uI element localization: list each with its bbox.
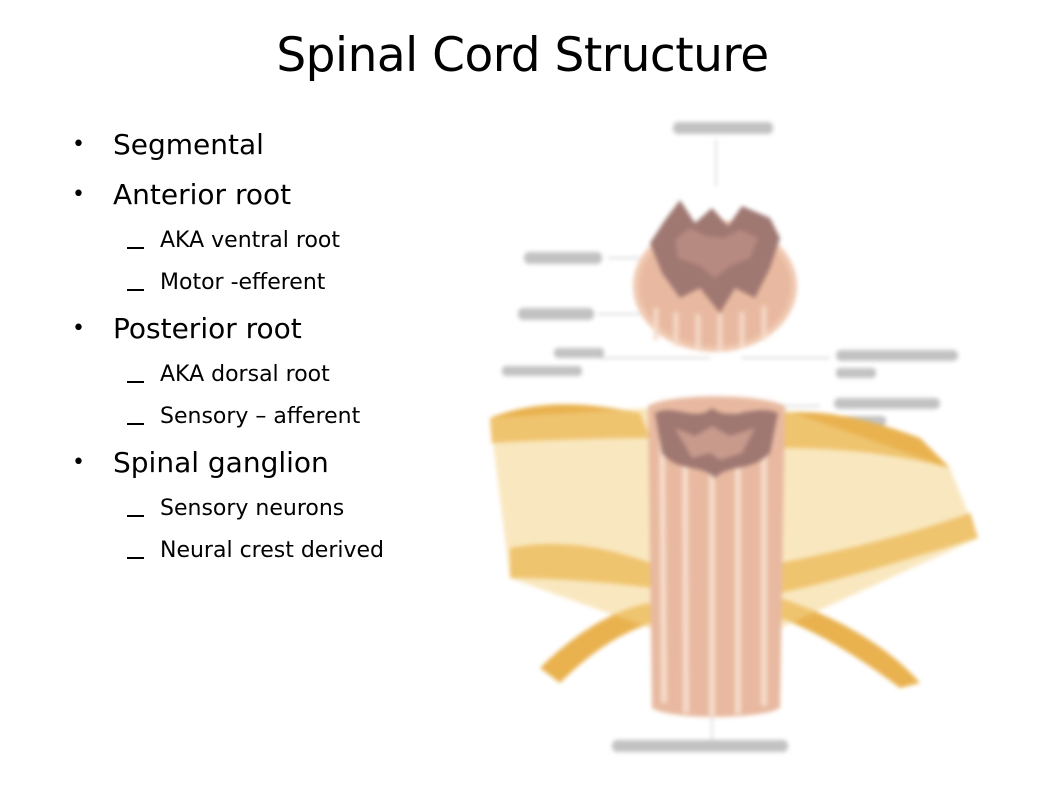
- longitudinal-cord: [648, 396, 785, 717]
- bullet-text: Anterior root: [113, 178, 292, 211]
- bullet-item: • Segmental: [72, 120, 472, 170]
- bullet-list: • Segmental • Anterior root AKA ventral …: [72, 120, 472, 572]
- sub-bullet-text: Neural crest derived: [160, 538, 385, 563]
- bullet-item: • Anterior root: [72, 170, 472, 220]
- spinal-cord-illustration: [480, 108, 1000, 778]
- bullet-text: Segmental: [113, 128, 264, 161]
- sub-bullet-item: AKA dorsal root: [72, 354, 472, 396]
- sub-bullet-text: Sensory neurons: [160, 496, 345, 521]
- bullet-dot-icon: •: [72, 182, 85, 207]
- bullet-item: • Spinal ganglion: [72, 438, 472, 488]
- spinal-cord-drawing: [490, 122, 978, 752]
- bullet-item: • Posterior root: [72, 304, 472, 354]
- slide-title: Spinal Cord Structure: [276, 28, 769, 83]
- leader-lines: [598, 140, 830, 740]
- sub-bullet-item: AKA ventral root: [72, 220, 472, 262]
- bullet-dot-icon: •: [72, 450, 85, 475]
- sub-bullet-text: Sensory – afferent: [160, 404, 361, 429]
- sub-bullet-item: Neural crest derived: [72, 530, 472, 572]
- bullet-dot-icon: •: [72, 132, 85, 157]
- cross-section: [633, 200, 797, 352]
- sub-bullet-text: AKA dorsal root: [160, 362, 330, 387]
- sub-bullet-item: Sensory – afferent: [72, 396, 472, 438]
- bullet-text: Spinal ganglion: [113, 446, 329, 479]
- sub-bullet-item: Sensory neurons: [72, 488, 472, 530]
- spinal-nerves: [490, 404, 978, 688]
- sub-bullet-item: Motor -efferent: [72, 262, 472, 304]
- sub-bullet-text: Motor -efferent: [160, 270, 326, 295]
- sub-bullet-text: AKA ventral root: [160, 228, 340, 253]
- bullet-text: Posterior root: [113, 312, 302, 345]
- bullet-dot-icon: •: [72, 316, 85, 341]
